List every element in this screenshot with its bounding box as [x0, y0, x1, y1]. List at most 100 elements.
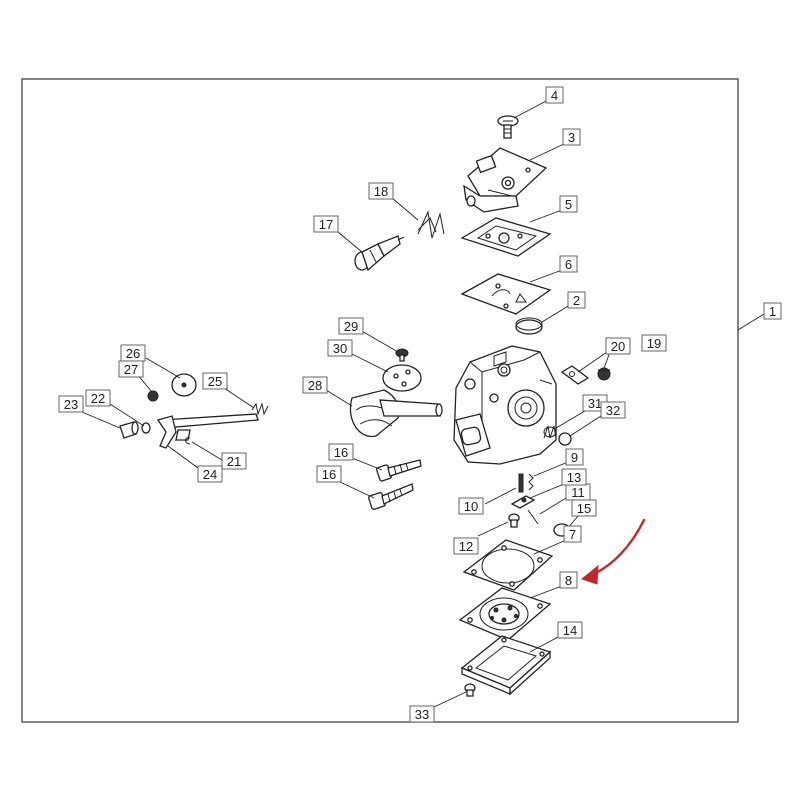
svg-text:16: 16: [322, 467, 336, 482]
callout-24[interactable]: 24: [197, 465, 223, 483]
part-lever-13[interactable]: [510, 495, 536, 509]
callout-16a[interactable]: 16: [328, 443, 354, 461]
callout-26[interactable]: 26: [120, 344, 146, 362]
part-screw-33[interactable]: [464, 683, 476, 697]
part-gasket-5[interactable]: [460, 217, 552, 257]
callout-20[interactable]: 20: [605, 337, 631, 355]
part-spring-18[interactable]: [417, 210, 445, 239]
part-sleeve-23[interactable]: [119, 421, 139, 439]
callout-10[interactable]: 10: [458, 497, 484, 515]
svg-text:31: 31: [588, 396, 602, 411]
part-clip-21[interactable]: [185, 437, 191, 445]
callout-23[interactable]: 23: [58, 395, 84, 413]
part-spring-31[interactable]: [543, 425, 557, 439]
part-shaft-24[interactable]: [156, 413, 259, 449]
svg-text:29: 29: [344, 319, 358, 334]
svg-text:2: 2: [573, 293, 580, 308]
svg-text:14: 14: [563, 623, 577, 638]
svg-text:13: 13: [567, 470, 581, 485]
callout-4[interactable]: 4: [545, 86, 564, 104]
svg-text:6: 6: [565, 257, 572, 272]
part-ball-32[interactable]: [558, 432, 572, 446]
svg-text:27: 27: [124, 362, 138, 377]
callout-12[interactable]: 12: [453, 537, 479, 555]
svg-text:17: 17: [319, 217, 333, 232]
callout-11[interactable]: 11: [565, 483, 591, 501]
part-gasket-7[interactable]: [462, 539, 554, 591]
part-plug-2[interactable]: [515, 317, 543, 335]
svg-text:23: 23: [64, 397, 78, 412]
svg-text:22: 22: [91, 391, 105, 406]
callout-7[interactable]: 7: [563, 525, 582, 543]
callout-18[interactable]: 18: [368, 182, 394, 200]
svg-text:20: 20: [611, 339, 625, 354]
part-needle-16a[interactable]: [376, 459, 422, 482]
callout-25[interactable]: 25: [202, 372, 228, 390]
callout-15[interactable]: 15: [571, 499, 597, 517]
svg-text:5: 5: [565, 197, 572, 212]
callout-21[interactable]: 21: [221, 452, 247, 470]
callout-6[interactable]: 6: [559, 255, 578, 273]
part-carburetor-body[interactable]: [453, 345, 557, 465]
svg-text:10: 10: [464, 499, 478, 514]
part-diaphragm-8[interactable]: [458, 587, 552, 641]
callout-9[interactable]: 9: [565, 448, 584, 466]
callout-3[interactable]: 3: [562, 128, 581, 146]
part-disc-26[interactable]: [171, 373, 197, 397]
svg-text:30: 30: [333, 341, 347, 356]
callout-17[interactable]: 17: [313, 215, 339, 233]
svg-text:24: 24: [203, 467, 217, 482]
part-spring-25[interactable]: [251, 402, 269, 416]
svg-text:15: 15: [577, 501, 591, 516]
svg-text:1: 1: [769, 304, 776, 319]
part-screw-12[interactable]: [508, 513, 520, 528]
callout-29[interactable]: 29: [338, 317, 364, 335]
svg-text:9: 9: [571, 450, 578, 465]
part-disc-30[interactable]: [382, 364, 422, 392]
part-screw-4[interactable]: [497, 115, 519, 139]
callout-1[interactable]: 1: [763, 302, 782, 320]
callout-2[interactable]: 2: [567, 291, 586, 309]
part-cover-3[interactable]: [463, 147, 548, 213]
svg-text:26: 26: [126, 346, 140, 361]
callout-33[interactable]: 33: [409, 705, 435, 723]
callout-22[interactable]: 22: [85, 389, 111, 407]
svg-text:4: 4: [551, 88, 558, 103]
callout-8[interactable]: 8: [559, 571, 578, 589]
callout-14[interactable]: 14: [557, 621, 583, 639]
callout-19[interactable]: 19: [641, 334, 667, 352]
highlight-arrow: [580, 518, 646, 585]
svg-text:19: 19: [647, 336, 661, 351]
svg-text:11: 11: [571, 485, 585, 500]
callout-32[interactable]: 32: [600, 401, 626, 419]
callout-30[interactable]: 30: [327, 339, 353, 357]
svg-text:3: 3: [568, 130, 575, 145]
part-gasket-6[interactable]: [460, 273, 552, 315]
part-lever-28[interactable]: [349, 389, 443, 438]
part-cover-14[interactable]: [460, 635, 552, 696]
callout-28[interactable]: 28: [302, 376, 328, 394]
svg-text:16: 16: [334, 445, 348, 460]
part-nut-27[interactable]: [147, 390, 159, 402]
svg-text:8: 8: [565, 573, 572, 588]
part-nut-19[interactable]: [597, 367, 611, 381]
part-washer-22[interactable]: [141, 422, 151, 434]
callout-5[interactable]: 5: [559, 195, 578, 213]
svg-text:7: 7: [569, 527, 576, 542]
part-spring-9[interactable]: [528, 473, 534, 491]
callout-27[interactable]: 27: [118, 360, 144, 378]
part-bracket-20[interactable]: [560, 365, 590, 385]
svg-text:18: 18: [374, 184, 388, 199]
part-screw-17[interactable]: [354, 235, 405, 272]
svg-text:28: 28: [308, 378, 322, 393]
svg-text:21: 21: [227, 454, 241, 469]
callout-16b[interactable]: 16: [316, 465, 342, 483]
part-pin-10[interactable]: [518, 473, 524, 493]
svg-text:25: 25: [208, 374, 222, 389]
part-needle-16b[interactable]: [368, 483, 414, 510]
part-screw-29[interactable]: [395, 348, 409, 362]
svg-text:32: 32: [606, 403, 620, 418]
callout-13[interactable]: 13: [561, 468, 587, 486]
part-pin-11[interactable]: [527, 509, 539, 525]
